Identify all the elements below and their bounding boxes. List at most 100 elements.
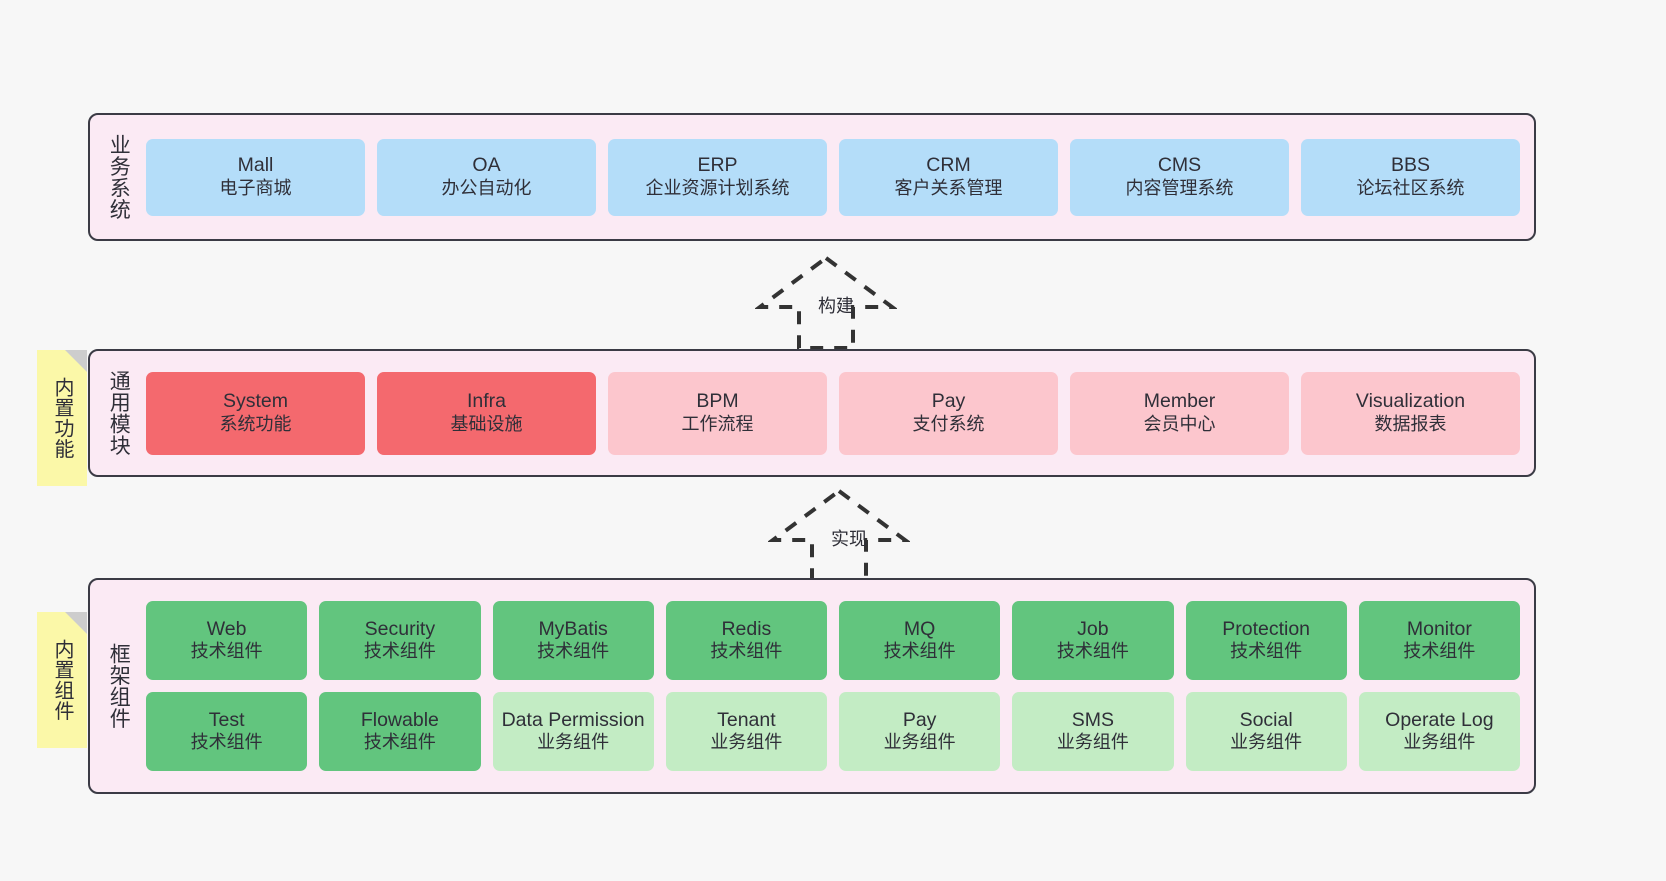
- node-test-cn: 技术组件: [190, 732, 263, 753]
- node-bpm[interactable]: BPM 工作流程: [608, 371, 827, 455]
- node-pay-module[interactable]: Pay 支付系统: [839, 371, 1058, 455]
- node-tenant-en: Tenant: [717, 708, 776, 731]
- node-infra-en: Infra: [466, 390, 507, 413]
- note-builtin-features-label: 内置功能: [51, 377, 73, 459]
- node-erp-cn: 企业资源计划系统: [645, 177, 790, 198]
- note-builtin-components: 内置组件: [37, 612, 87, 748]
- node-job-cn: 技术组件: [1056, 641, 1129, 662]
- node-sms[interactable]: SMS 业务组件: [1012, 692, 1174, 771]
- layer-business-systems-body: Mall 电子商城 OA 办公自动化 ERP 企业资源计划系统 CRM 客户关系…: [146, 115, 1534, 239]
- node-oa[interactable]: OA 办公自动化: [377, 138, 596, 216]
- node-mybatis-cn: 技术组件: [537, 641, 610, 662]
- note-fold-corner-icon: [65, 612, 87, 634]
- node-member[interactable]: Member 会员中心: [1070, 371, 1289, 455]
- node-sms-cn: 业务组件: [1056, 732, 1129, 753]
- node-pay-module-en: Pay: [931, 390, 966, 413]
- node-mq[interactable]: MQ 技术组件: [839, 601, 1001, 680]
- node-redis[interactable]: Redis 技术组件: [665, 601, 827, 680]
- node-cms-en: CMS: [1157, 154, 1202, 177]
- node-bbs[interactable]: BBS 论坛社区系统: [1301, 138, 1520, 216]
- layer-business-systems: 业务系统 Mall 电子商城 OA 办公自动化 ERP 企业资源计划系统 CRM…: [88, 113, 1536, 241]
- node-bpm-cn: 工作流程: [681, 413, 754, 434]
- node-crm[interactable]: CRM 客户关系管理: [839, 138, 1058, 216]
- node-visualization-cn: 数据报表: [1374, 413, 1447, 434]
- node-web-en: Web: [206, 617, 247, 640]
- node-operate-log-en: Operate Log: [1385, 708, 1494, 731]
- node-flowable[interactable]: Flowable 技术组件: [319, 692, 481, 771]
- layer-framework-components: 框架组件 Web 技术组件 Security 技术组件 MyBatis 技术组件…: [88, 578, 1536, 794]
- node-job-en: Job: [1077, 617, 1109, 640]
- node-protection-cn: 技术组件: [1230, 641, 1303, 662]
- layer-business-systems-title: 业务系统: [107, 134, 131, 220]
- node-mybatis[interactable]: MyBatis 技术组件: [492, 601, 654, 680]
- node-security-en: Security: [364, 617, 436, 640]
- node-pay-component-cn: 业务组件: [883, 732, 956, 753]
- node-operate-log[interactable]: Operate Log 业务组件: [1358, 692, 1520, 771]
- note-builtin-components-label: 内置组件: [51, 639, 73, 721]
- node-bbs-cn: 论坛社区系统: [1356, 177, 1465, 198]
- node-sms-en: SMS: [1071, 708, 1114, 731]
- node-pay-component[interactable]: Pay 业务组件: [839, 692, 1001, 771]
- node-data-permission[interactable]: Data Permission 业务组件: [492, 692, 654, 771]
- note-fold-corner-icon: [65, 350, 87, 372]
- node-system-cn: 系统功能: [219, 413, 292, 434]
- note-builtin-features: 内置功能: [37, 350, 87, 486]
- node-member-en: Member: [1143, 390, 1216, 413]
- node-monitor[interactable]: Monitor 技术组件: [1358, 601, 1520, 680]
- node-crm-cn: 客户关系管理: [894, 177, 1003, 198]
- node-test[interactable]: Test 技术组件: [146, 692, 308, 771]
- node-system[interactable]: System 系统功能: [146, 371, 365, 455]
- node-job[interactable]: Job 技术组件: [1012, 601, 1174, 680]
- node-tenant[interactable]: Tenant 业务组件: [665, 692, 827, 771]
- node-flowable-cn: 技术组件: [363, 732, 436, 753]
- layer-framework-components-title: 框架组件: [107, 643, 131, 729]
- layer-common-modules-title: 通用模块: [107, 370, 131, 456]
- connector-build-label: 构建: [818, 296, 854, 316]
- node-mall[interactable]: Mall 电子商城: [146, 138, 365, 216]
- node-security[interactable]: Security 技术组件: [319, 601, 481, 680]
- layer-common-modules-body: System 系统功能 Infra 基础设施 BPM 工作流程 Pay 支付系统…: [146, 351, 1534, 475]
- node-mall-en: Mall: [237, 154, 274, 177]
- node-mall-cn: 电子商城: [219, 177, 292, 198]
- node-redis-en: Redis: [721, 617, 772, 640]
- node-monitor-en: Monitor: [1406, 617, 1472, 640]
- connector-implement-label: 实现: [831, 529, 867, 549]
- node-visualization[interactable]: Visualization 数据报表: [1301, 371, 1520, 455]
- node-web-cn: 技术组件: [190, 641, 263, 662]
- node-pay-component-en: Pay: [902, 708, 937, 731]
- node-member-cn: 会员中心: [1143, 413, 1216, 434]
- node-test-en: Test: [208, 708, 245, 731]
- node-pay-module-cn: 支付系统: [912, 413, 985, 434]
- node-redis-cn: 技术组件: [710, 641, 783, 662]
- node-mq-cn: 技术组件: [883, 641, 956, 662]
- node-social-en: Social: [1239, 708, 1293, 731]
- node-monitor-cn: 技术组件: [1403, 641, 1476, 662]
- node-social[interactable]: Social 业务组件: [1185, 692, 1347, 771]
- node-web[interactable]: Web 技术组件: [146, 601, 308, 680]
- layer-framework-components-body: Web 技术组件 Security 技术组件 MyBatis 技术组件 Redi…: [146, 580, 1534, 792]
- node-visualization-en: Visualization: [1355, 390, 1466, 413]
- node-erp-en: ERP: [697, 154, 738, 177]
- node-infra[interactable]: Infra 基础设施: [377, 371, 596, 455]
- layer-common-modules: 通用模块 System 系统功能 Infra 基础设施 BPM 工作流程 Pay…: [88, 349, 1536, 477]
- node-protection[interactable]: Protection 技术组件: [1185, 601, 1347, 680]
- node-cms-cn: 内容管理系统: [1125, 177, 1234, 198]
- node-flowable-en: Flowable: [360, 708, 439, 731]
- node-data-permission-en: Data Permission: [501, 708, 645, 731]
- node-system-en: System: [222, 390, 288, 413]
- node-security-cn: 技术组件: [363, 641, 436, 662]
- node-bpm-en: BPM: [696, 390, 739, 413]
- node-crm-en: CRM: [926, 154, 971, 177]
- node-cms[interactable]: CMS 内容管理系统: [1070, 138, 1289, 216]
- node-oa-en: OA: [472, 154, 501, 177]
- node-data-permission-cn: 业务组件: [537, 732, 610, 753]
- node-operate-log-cn: 业务组件: [1403, 732, 1476, 753]
- node-tenant-cn: 业务组件: [710, 732, 783, 753]
- node-erp[interactable]: ERP 企业资源计划系统: [608, 138, 827, 216]
- framework-row-tech: Web 技术组件 Security 技术组件 MyBatis 技术组件 Redi…: [146, 601, 1520, 680]
- node-social-cn: 业务组件: [1230, 732, 1303, 753]
- framework-row-business: Test 技术组件 Flowable 技术组件 Data Permission …: [146, 692, 1520, 771]
- node-mq-en: MQ: [903, 617, 936, 640]
- node-mybatis-en: MyBatis: [538, 617, 608, 640]
